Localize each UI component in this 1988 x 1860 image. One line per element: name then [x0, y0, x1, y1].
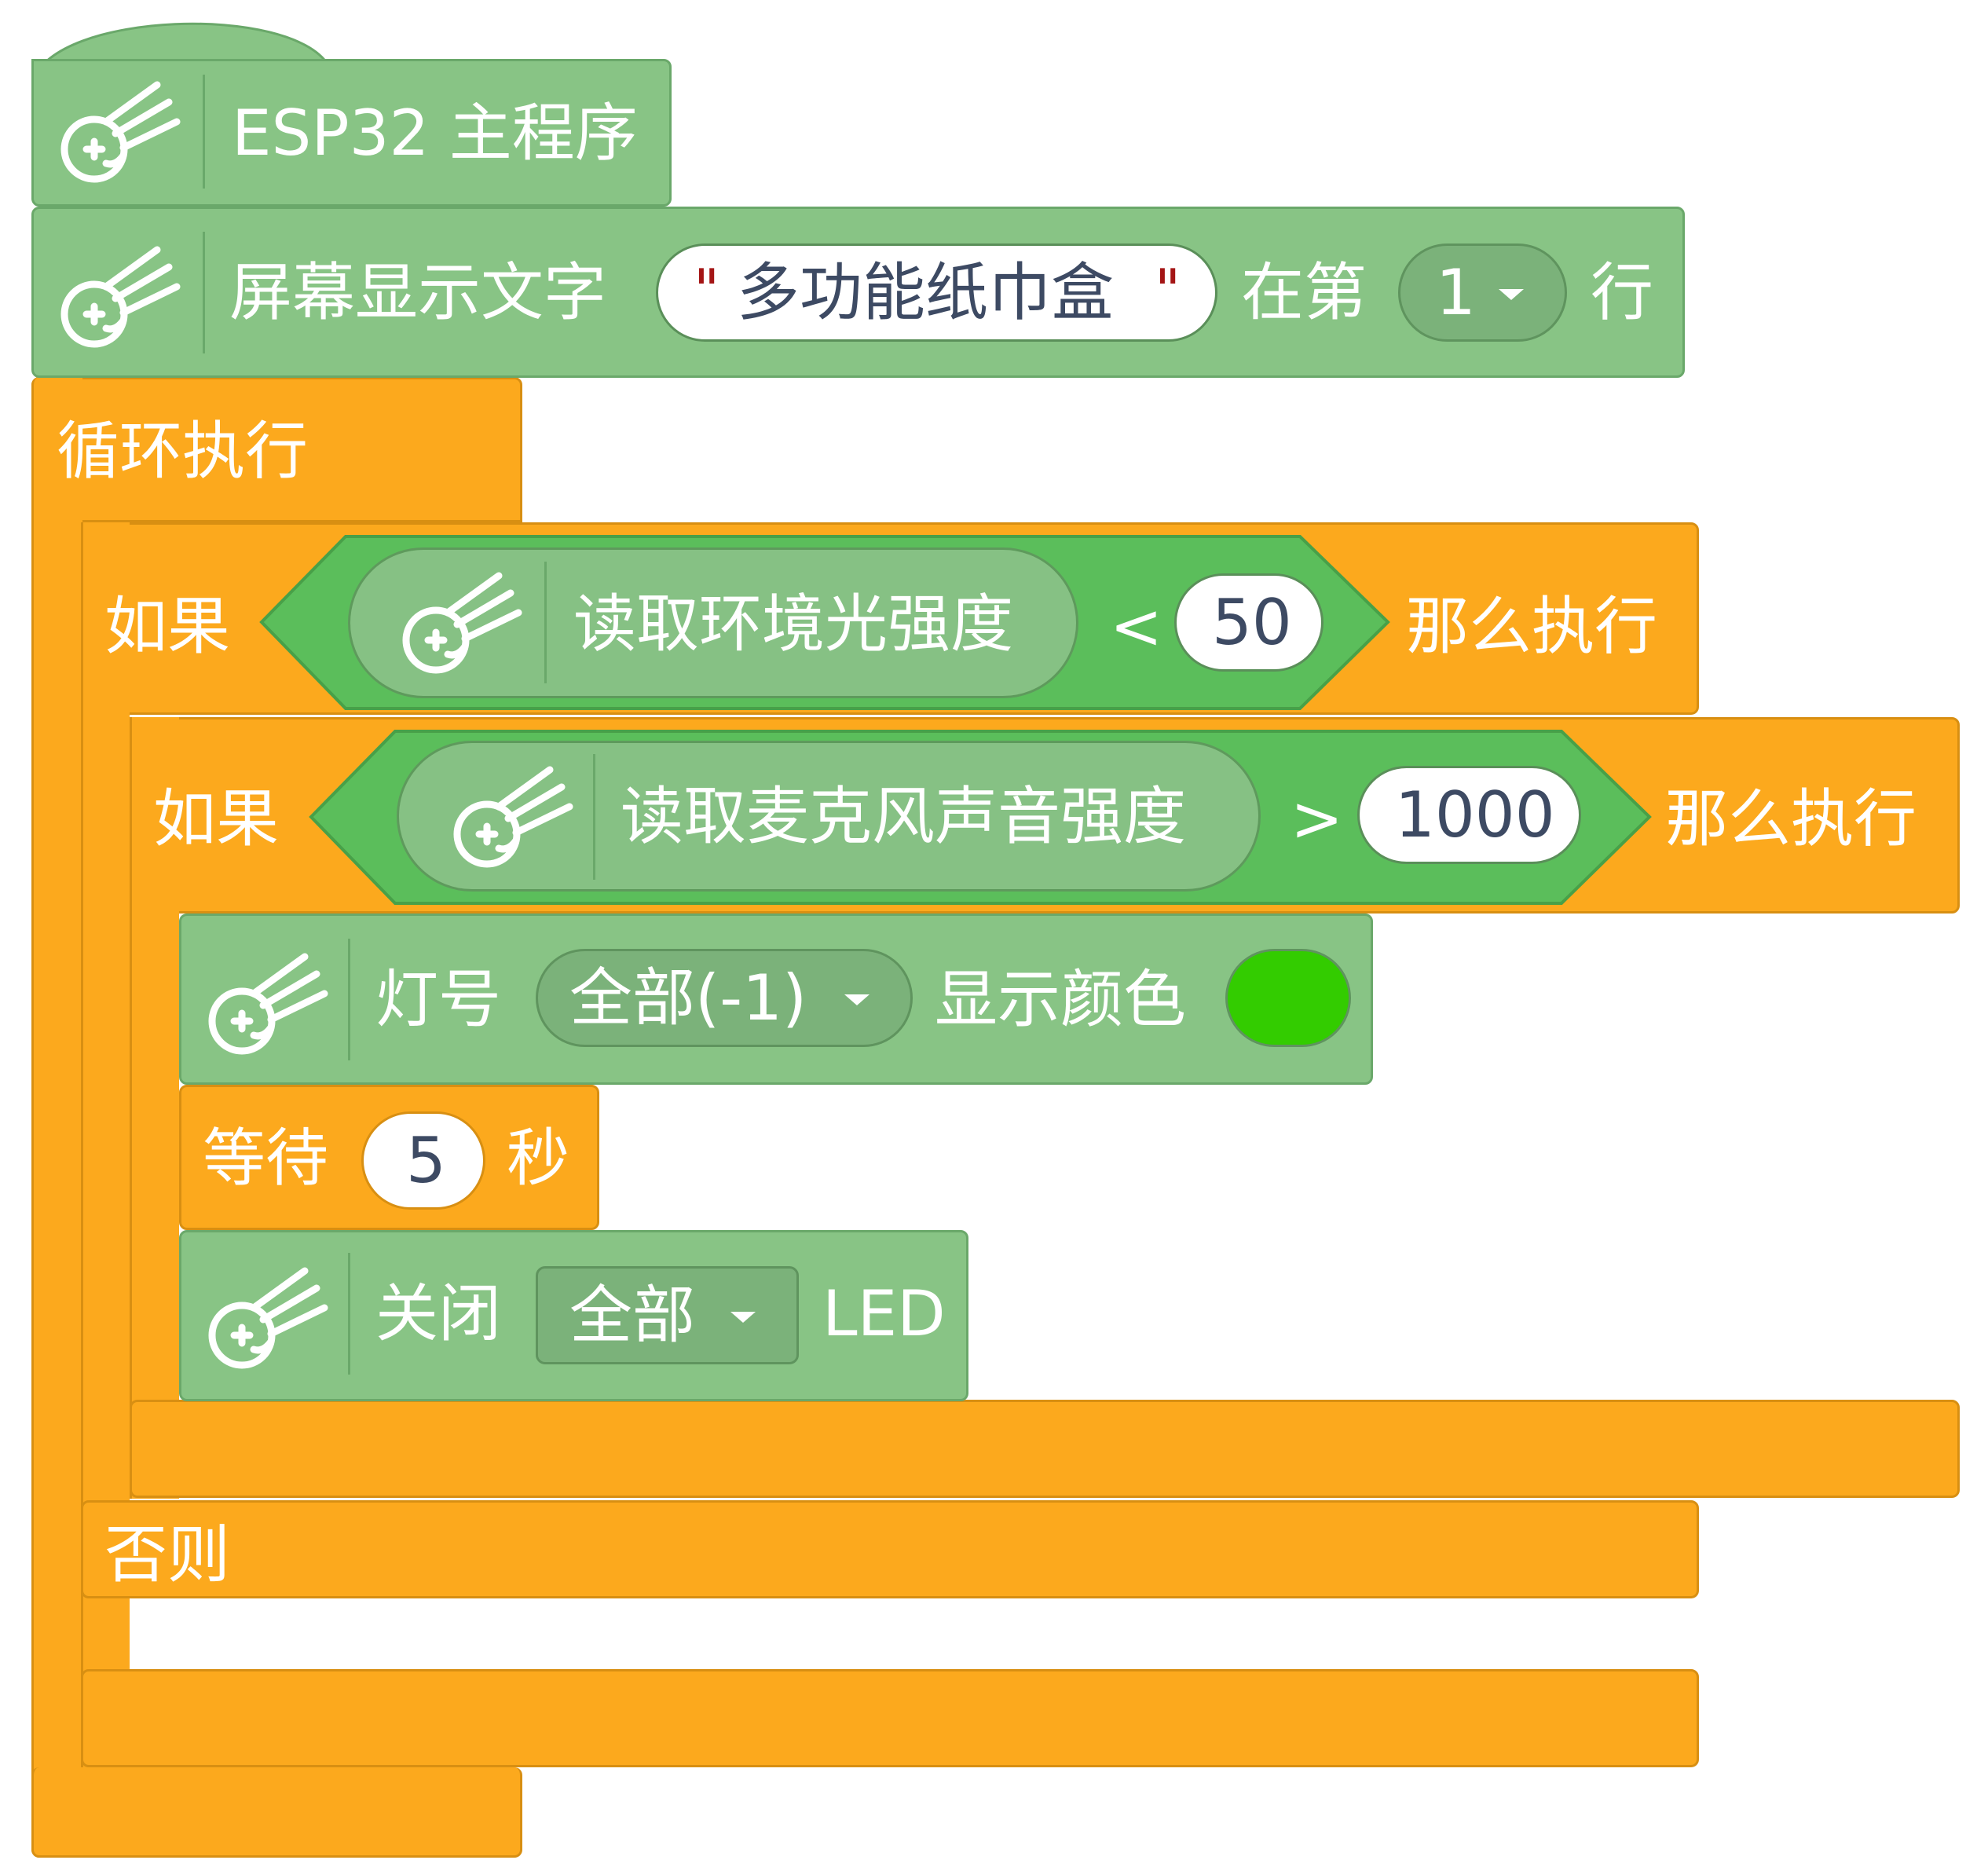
- comet-face-icon: [199, 950, 332, 1060]
- loop-footer: [31, 1767, 522, 1858]
- hat-label: ESP32 主程序: [232, 97, 638, 170]
- display-text-input[interactable]: " 多功能纸巾盒 ": [656, 243, 1217, 342]
- chevron-down-icon: [844, 994, 870, 1005]
- display-row-value: 1: [1436, 256, 1476, 329]
- loop-arm: [31, 377, 82, 1858]
- color-swatch[interactable]: [1225, 949, 1351, 1047]
- sensor-light-reporter[interactable]: [348, 547, 1078, 698]
- operator-greater-than: >: [1291, 782, 1344, 855]
- display-row-suffix: 行: [1591, 256, 1653, 329]
- sensor-sound-separator: [593, 754, 595, 880]
- sensor-light-separator: [544, 562, 547, 683]
- led-color-label: 灯号: [375, 963, 501, 1036]
- sensor-sound-label: 读取麦克风声音强度: [621, 780, 1186, 853]
- display-separator: [203, 232, 205, 353]
- display-row-dropdown[interactable]: 1: [1398, 243, 1567, 342]
- led-off-label: 关闭: [375, 1277, 501, 1350]
- if-inner-footer: [130, 1400, 1960, 1498]
- sensor-sound-reporter[interactable]: [397, 741, 1261, 892]
- if-inner-then-label: 那么执行: [1665, 782, 1917, 855]
- compare-value: 1000: [1395, 778, 1555, 851]
- else-label: 否则: [104, 1518, 230, 1591]
- loop-block[interactable]: [31, 377, 522, 522]
- compare-value-input[interactable]: 50: [1174, 573, 1324, 672]
- wait-seconds-value: 5: [406, 1124, 446, 1197]
- led-off-suffix: LED: [822, 1277, 946, 1350]
- display-at-label: 在第: [1241, 256, 1367, 329]
- led-select-value: 全部(-1): [569, 961, 807, 1034]
- comet-face-icon: [51, 79, 185, 189]
- led-off-separator: [348, 1253, 350, 1375]
- quote-open: ": [694, 257, 720, 323]
- sensor-light-label: 读取环境光强度: [573, 588, 1013, 661]
- if-outer-then-label: 那么执行: [1406, 590, 1657, 663]
- led-off-dropdown[interactable]: 全部: [536, 1266, 799, 1364]
- compare-value: 50: [1212, 586, 1292, 659]
- wait-seconds-input[interactable]: 5: [361, 1111, 485, 1210]
- wait-unit: 秒: [507, 1122, 569, 1195]
- comet-face-icon: [51, 243, 185, 353]
- comet-face-icon: [393, 569, 526, 679]
- led-off-value: 全部: [569, 1279, 695, 1352]
- chevron-down-icon: [730, 1312, 756, 1323]
- led-select-dropdown[interactable]: 全部(-1): [536, 949, 913, 1047]
- led-color-separator: [348, 939, 350, 1060]
- display-label: 屏幕显示文字: [229, 256, 606, 329]
- hat-separator: [203, 75, 205, 189]
- compare-value-input[interactable]: 1000: [1357, 766, 1581, 864]
- if-inner-arm: [130, 717, 179, 1499]
- display-text-value: 多功能纸巾盒: [737, 256, 1114, 329]
- chevron-down-icon: [1499, 289, 1524, 300]
- color-label: 显示颜色: [935, 963, 1186, 1036]
- hat-block[interactable]: [31, 59, 672, 207]
- quote-close: ": [1155, 257, 1181, 323]
- comet-face-icon: [444, 763, 577, 873]
- if-outer-footer: [81, 1669, 1699, 1767]
- if-outer-label: 如果: [104, 590, 230, 663]
- loop-label: 循环执行: [57, 415, 308, 488]
- if-inner-label: 如果: [153, 782, 279, 855]
- else-bar: [81, 1500, 1699, 1598]
- comet-face-icon: [199, 1265, 332, 1375]
- operator-less-than: <: [1110, 590, 1163, 663]
- wait-label: 等待: [203, 1122, 328, 1195]
